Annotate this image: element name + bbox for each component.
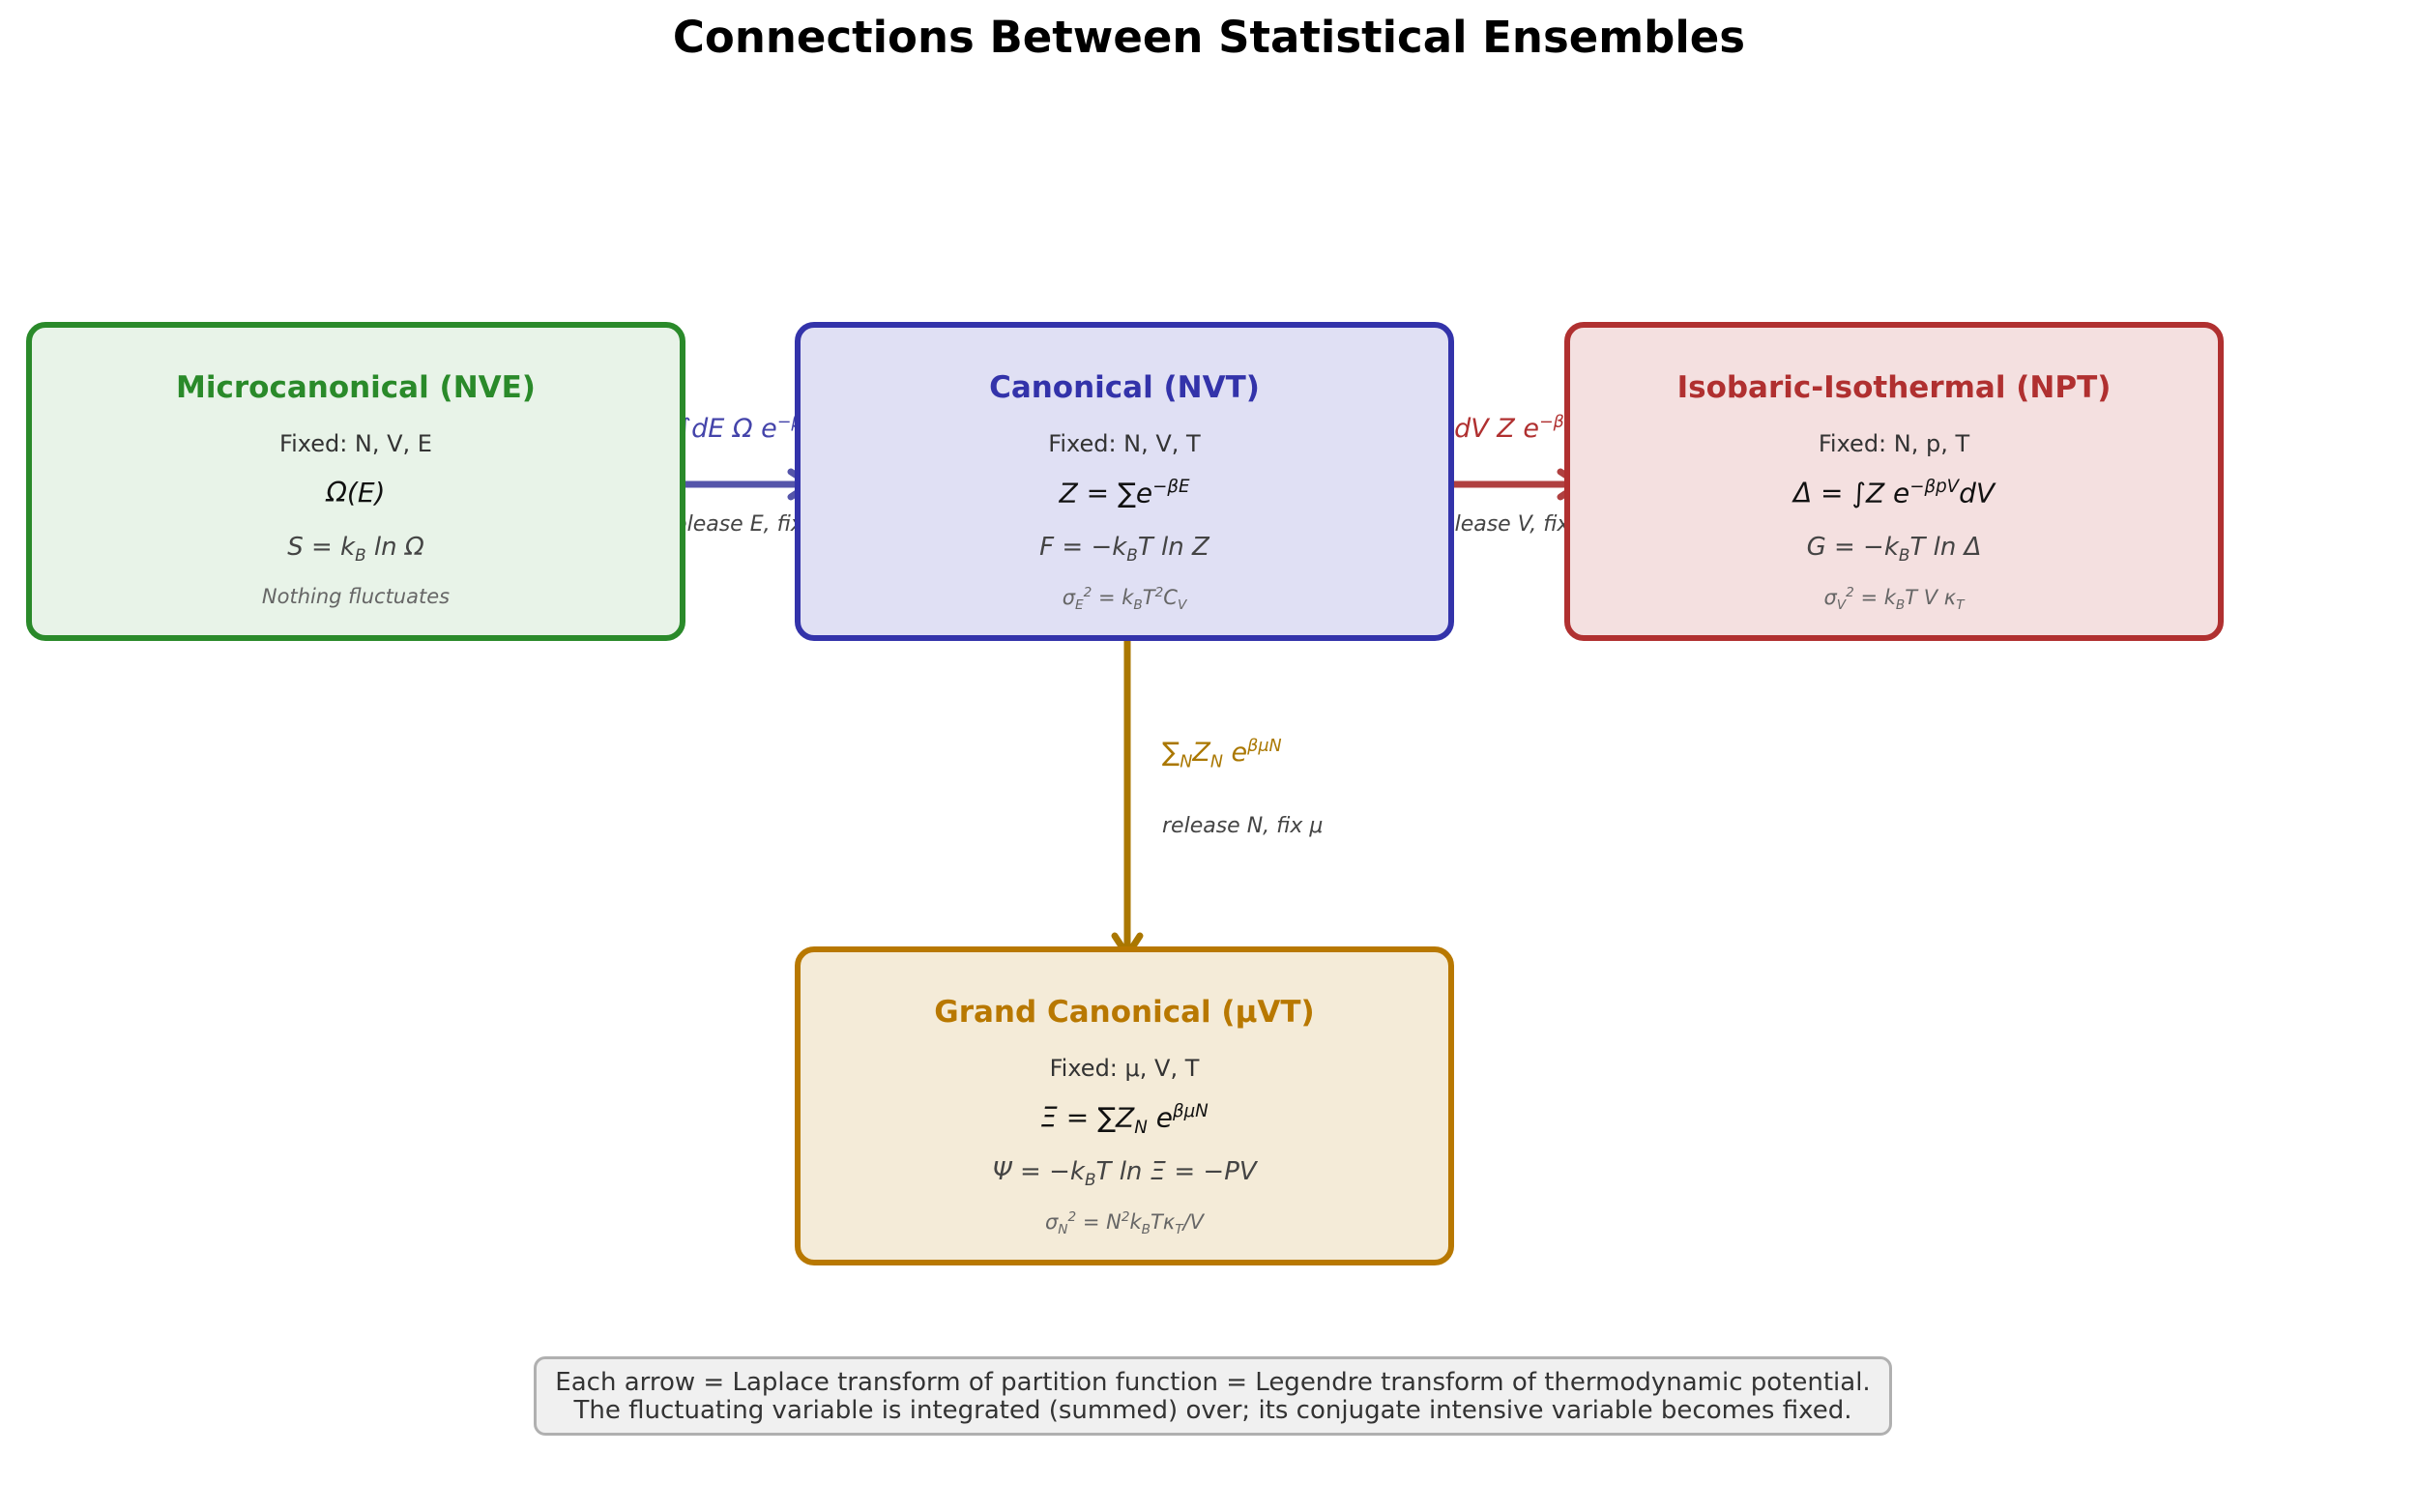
box-microcanonical: Microcanonical (NVE) Fixed: N, V, E Ω(E)…	[26, 322, 685, 641]
fluctuation: σE2 = kBT2CV	[1062, 585, 1187, 614]
fixed-variables: Fixed: N, V, E	[279, 430, 432, 457]
footnote-line-1: Each arrow = Laplace transform of partit…	[555, 1368, 1871, 1397]
partition-function: Z = ∑e−βE	[1059, 477, 1190, 509]
fixed-variables: Fixed: μ, V, T	[1049, 1055, 1200, 1082]
fluctuation: σN2 = N2kBTκT/V	[1044, 1209, 1205, 1238]
partition-function: Ξ = ∑ZN eβμN	[1040, 1101, 1209, 1138]
box-heading: Grand Canonical (μVT)	[934, 995, 1315, 1030]
footnote-box: Each arrow = Laplace transform of partit…	[534, 1356, 1892, 1436]
arrow-nvt-to-gce	[1111, 629, 1144, 962]
box-isobaric-isothermal: Isobaric-Isothermal (NPT) Fixed: N, p, T…	[1564, 322, 2224, 641]
footnote-line-2: The fluctuating variable is integrated (…	[573, 1396, 1852, 1425]
fixed-variables: Fixed: N, V, T	[1048, 430, 1201, 457]
fluctuation: σV2 = kBT V κT	[1823, 585, 1965, 614]
fluctuation: Nothing fluctuates	[261, 585, 451, 608]
thermodynamic-potential: Ψ = −kBT ln Ξ = −PV	[992, 1157, 1257, 1190]
diagram-title: Connections Between Statistical Ensemble…	[672, 12, 1746, 63]
transform-nvt-gce: ∑NZN eβμN	[1162, 737, 1282, 772]
thermodynamic-potential: F = −kBT ln Z	[1039, 533, 1209, 566]
box-heading: Microcanonical (NVE)	[176, 370, 536, 405]
fixed-variables: Fixed: N, p, T	[1818, 430, 1970, 457]
box-heading: Isobaric-Isothermal (NPT)	[1676, 370, 2112, 405]
thermodynamic-potential: G = −kBT ln Δ	[1806, 533, 1982, 566]
box-heading: Canonical (NVT)	[989, 370, 1260, 405]
thermodynamic-potential: S = kB ln Ω	[287, 533, 424, 566]
arrow-nvt-to-npt	[1436, 468, 1587, 501]
label-nvt-gce: release N, fix μ	[1162, 814, 1324, 838]
box-grand-canonical: Grand Canonical (μVT) Fixed: μ, V, T Ξ =…	[795, 946, 1454, 1265]
partition-function: Ω(E)	[326, 477, 386, 509]
box-canonical: Canonical (NVT) Fixed: N, V, T Z = ∑e−βE…	[795, 322, 1454, 641]
arrow-nve-to-nvt	[666, 468, 817, 501]
partition-function: Δ = ∫Z e−βpVdV	[1792, 477, 1996, 509]
